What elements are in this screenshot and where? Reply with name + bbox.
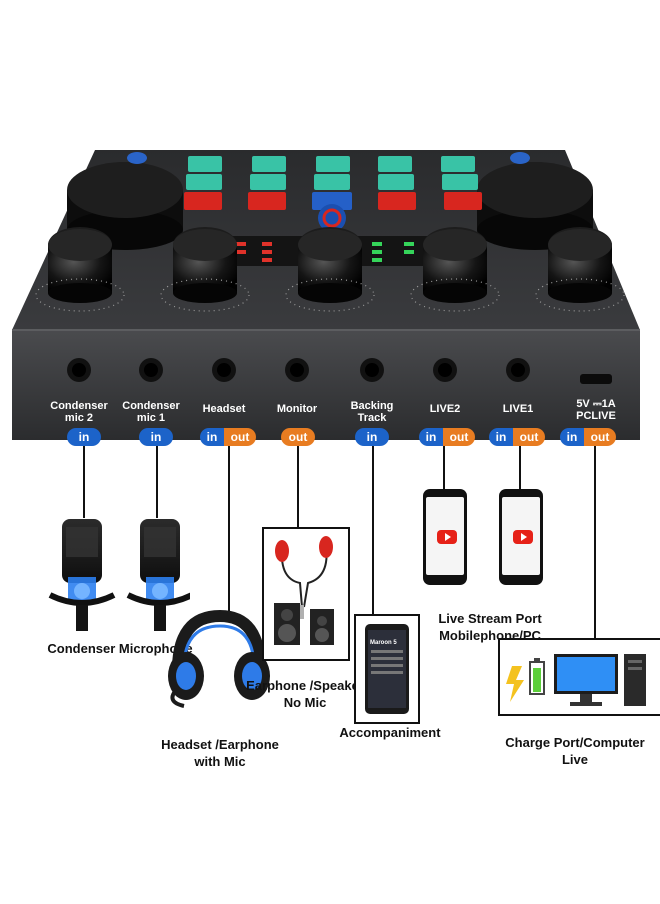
caption-condenser-text: Condenser Microphone [47,641,193,656]
live2-phone-icon [423,489,467,585]
youtube-icon [513,530,533,544]
cable-monitor [297,446,299,528]
port-label-text: 5V ⎓1A PCLIVE [576,398,616,422]
caption-earphone: Earphone /Speaker No Mic [240,660,370,711]
caption-accompaniment: Accompaniment [320,724,460,741]
badge-in: in [489,428,513,446]
port-label-text: Headset [202,403,246,415]
badge-out: out [281,428,315,446]
badge-in: in [355,428,389,446]
accompaniment-box: Maroon 5 [354,614,420,724]
youtube-icon [437,530,457,544]
port-label-text: Backing Track [350,400,394,424]
badge-monitor: out [281,428,315,446]
badge-in: in [67,428,101,446]
port-label-live1: LIVE1 [478,403,558,415]
badge-out: out [443,428,475,446]
caption-headset-text: Headset /Earphone with Mic [161,737,279,769]
badge-out: out [224,428,256,446]
badge-in: in [200,428,224,446]
port-label-text: Condenser mic 2 [50,400,108,424]
badge-backing-track: in [355,428,389,446]
badge-live2: in out [419,428,475,446]
port-label-pclive: 5V ⎓1A PCLIVE [556,398,636,422]
port-label-text: Monitor [276,403,318,415]
port-label-condenser-mic-2: Condenser mic 2 [39,400,119,424]
badge-condenser-mic-1: in [139,428,173,446]
caption-earphone-text: Earphone /Speaker No Mic [246,678,364,710]
condenser-microphone-icon [48,519,190,631]
badge-pclive: in out [560,428,616,446]
live1-phone-icon [499,489,543,585]
port-label-condenser-mic-1: Condenser mic 1 [111,400,191,424]
caption-condenser: Condenser Microphone [20,640,220,657]
badge-in: in [560,428,584,446]
badge-condenser-mic-2: in [67,428,101,446]
port-label-monitor: Monitor [257,403,337,415]
caption-accompaniment-text: Accompaniment [339,725,441,740]
cable-pclive [594,446,596,638]
caption-charge: Charge Port/Computer Live [490,717,660,768]
port-label-backing-track: Backing Track [332,400,412,424]
badge-out: out [584,428,616,446]
earphone-speaker-icon [274,536,334,645]
badge-in: in [419,428,443,446]
gaming-headset-icon [168,610,270,708]
phone-icon: Maroon 5 [365,624,409,714]
port-label-headset: Headset [184,403,264,415]
jack-holes [67,358,612,384]
port-label-text: LIVE1 [502,403,534,415]
cable-mic-2 [83,446,85,518]
badge-live1: in out [489,428,545,446]
caption-charge-text: Charge Port/Computer Live [505,735,645,767]
port-label-text: LIVE2 [429,403,461,415]
sound-card-device: Condenser mic 2 Condenser mic 1 Headset … [12,150,640,446]
badge-in: in [139,428,173,446]
phone-screen-title: Maroon 5 [370,640,397,646]
phone-screen: Maroon 5 [368,630,406,708]
port-label-live2: LIVE2 [405,403,485,415]
caption-headset: Headset /Earphone with Mic [145,719,295,770]
cable-backing-track [372,446,374,622]
computer-box [498,638,660,716]
cable-mic-1 [156,446,158,518]
effect-buttons [184,156,482,232]
caption-livestream-text: Live Stream Port Mobilephone/PC [438,611,542,643]
cable-headset [228,446,230,622]
badge-out: out [513,428,545,446]
port-label-text: Condenser mic 1 [122,400,180,424]
earphone-speaker-box [262,527,350,661]
computer-charge-icon [506,654,646,706]
cable-live1 [519,446,521,492]
badge-headset: in out [200,428,256,446]
caption-livestream: Live Stream Port Mobilephone/PC [410,593,570,644]
cable-live2 [443,446,445,492]
control-knobs [48,227,612,303]
sound-card-body [12,150,640,440]
